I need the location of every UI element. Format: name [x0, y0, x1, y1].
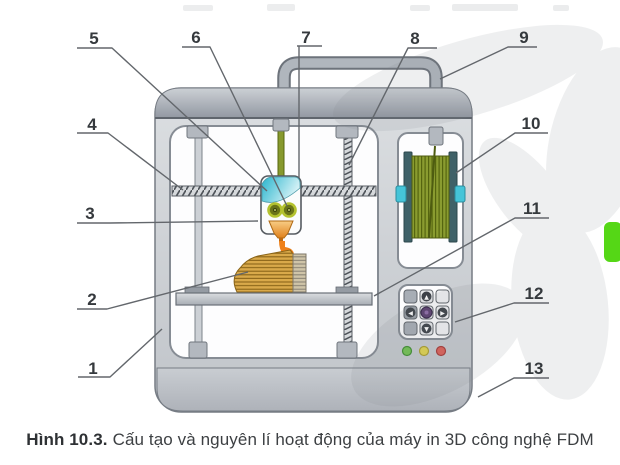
right-arrow-icon: ▶	[440, 310, 445, 317]
panel-button-down: ▼	[419, 321, 434, 336]
status-led-green	[401, 345, 413, 357]
figure-caption-text: Cấu tạo và nguyên lí hoạt động của máy i…	[112, 430, 594, 449]
side-green-tab[interactable]	[604, 222, 620, 262]
leader-line-10	[455, 132, 548, 174]
figure-caption: Hình 10.3.Cấu tạo và nguyên lí hoạt động…	[0, 430, 620, 450]
panel-button-left: ◀	[403, 305, 418, 320]
label-4: 4	[87, 115, 97, 134]
z-leadscrew-right	[335, 125, 359, 359]
label-5: 5	[89, 29, 98, 48]
leader-line-2	[77, 271, 249, 310]
spool-axle-left	[395, 185, 407, 203]
panel-button-up: ▲	[419, 289, 434, 304]
label-9: 9	[519, 28, 528, 47]
spool-feed-fitting	[428, 126, 444, 146]
panel-button-right: ▶	[435, 305, 450, 320]
feed-gear-left	[267, 202, 283, 218]
leader-line-9	[439, 46, 537, 80]
cooling-duct	[261, 176, 301, 203]
panel-button-top-right	[435, 289, 450, 304]
feed-gear-right	[281, 202, 297, 218]
status-led-red	[435, 345, 447, 357]
leader-line-7	[297, 45, 322, 178]
nozzle-tip	[279, 238, 283, 242]
leader-line-11	[373, 217, 549, 297]
label-7: 7	[301, 28, 310, 47]
leader-line-12	[454, 302, 549, 323]
printed-object-shoe	[233, 249, 295, 293]
filament-spool-bay	[395, 126, 466, 269]
leader-line-6	[182, 46, 288, 207]
leader-line-5	[77, 47, 268, 192]
label-1: 1	[88, 359, 97, 378]
up-arrow-icon: ▲	[424, 294, 429, 301]
label-3: 3	[85, 204, 94, 223]
label-13: 13	[525, 359, 544, 378]
leader-line-4	[77, 132, 184, 191]
label-12: 12	[525, 284, 544, 303]
left-arrow-icon: ◀	[408, 310, 413, 317]
leader-line-1	[78, 328, 163, 378]
panel-button-bottom-left	[403, 321, 418, 336]
control-panel: ▲ ◀ ▶ ▼	[398, 284, 453, 357]
label-6: 6	[191, 28, 200, 47]
base-band	[156, 367, 471, 412]
printed-object-heel	[292, 253, 307, 293]
label-11: 11	[523, 199, 541, 218]
panel-button-top-left	[403, 289, 418, 304]
part-number-labels: 1 2 3 4 5 6 7 8 9 10 11 12 13	[85, 28, 543, 378]
watermark	[333, 24, 620, 407]
leader-line-8	[348, 47, 437, 166]
panel-button-center	[419, 305, 434, 320]
printer-diagram: ▲ ◀ ▶ ▼	[77, 4, 620, 413]
label-2: 2	[87, 290, 96, 309]
label-10: 10	[522, 114, 541, 133]
carry-handle	[277, 56, 443, 97]
figure-caption-number: Hình 10.3.	[26, 430, 108, 449]
down-arrow-icon: ▼	[424, 326, 429, 333]
hotend-nozzle	[268, 220, 294, 239]
spool-axle-right	[454, 185, 466, 203]
filament-strand	[428, 145, 436, 239]
build-platform	[175, 286, 373, 306]
leader-line-3	[77, 220, 259, 224]
extruder-head	[260, 175, 302, 242]
leader-line-13	[477, 377, 549, 398]
status-led-yellow	[418, 345, 430, 357]
top-edge-artifacts	[183, 4, 569, 11]
label-8: 8	[410, 29, 419, 48]
leader-lines	[77, 45, 549, 398]
panel-button-bottom-right	[435, 321, 450, 336]
